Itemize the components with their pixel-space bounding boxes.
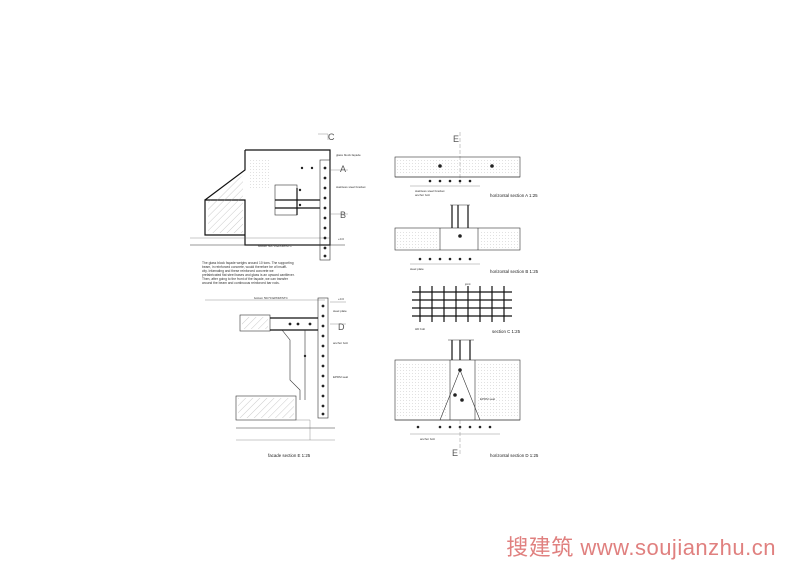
caption-section-d: horizontal section D 1:25	[490, 453, 539, 458]
label-mid: bottom 50/70 EPDM/STC	[254, 296, 289, 300]
section-a-bolts	[428, 164, 494, 183]
label-seal: EPDM seal	[333, 375, 348, 379]
svg-text:beam, in reinforced concrete,: beam, in reinforced concrete, would ther…	[202, 265, 287, 269]
svg-text:anchor bolt: anchor bolt	[415, 193, 430, 197]
elevation-lower: +0.0	[338, 297, 344, 301]
caption-facade-section-e: facade section E 1:25	[268, 453, 311, 458]
svg-text:Then, after going to the front: Then, after going to the front of the fa…	[202, 277, 289, 281]
caption-section-a: horizontal section A 1:25	[490, 193, 538, 198]
svg-text:city. Infarnaling and these re: city. Infarnaling and these reinforced c…	[202, 269, 274, 273]
section-d-bolts	[416, 368, 492, 429]
section-mark-e-bottom: E	[452, 448, 458, 458]
svg-text:EPDM seal: EPDM seal	[480, 397, 495, 401]
section-b-bolts	[418, 234, 472, 261]
note-block: The glass block façade weighs around 10 …	[202, 261, 295, 285]
svg-text:HD bolt: HD bolt	[415, 327, 425, 331]
label-plate: steel plate	[333, 309, 347, 313]
svg-text:anchor bolt: anchor bolt	[420, 437, 435, 441]
glass-block-bolts-upper	[298, 166, 327, 258]
section-mark-e-top: E	[453, 134, 459, 144]
horizontal-section-b: steel plate horizontal section B 1:25	[394, 204, 539, 274]
label-top: glass block façade	[336, 153, 361, 157]
caption-section-c: section C 1:25	[492, 329, 521, 334]
label-bottom: bottom 50/70 EPDM/STC	[258, 244, 293, 248]
svg-text:joint: joint	[464, 282, 471, 286]
section-mark-b: B	[340, 210, 346, 220]
section-c: joint HD bolt section C 1:25	[412, 282, 521, 334]
horizontal-section-a: E stainless steel bracket anchor bolt ho…	[394, 132, 538, 198]
svg-text:around the beam and continuous: around the beam and continuous reinforce…	[202, 281, 280, 285]
svg-text:prefabricated flat steel bases: prefabricated flat steel bases and glass…	[202, 273, 295, 277]
svg-text:stainless steel bracket: stainless steel bracket	[415, 189, 445, 193]
facade-section-e: C A B +0.0 glass block façade stainless …	[190, 132, 366, 458]
svg-text:steel plate: steel plate	[410, 267, 424, 271]
label-bracket: stainless steel bracket	[336, 185, 366, 189]
section-mark-c: C	[328, 132, 335, 142]
caption-section-b: horizontal section B 1:25	[490, 269, 539, 274]
section-mark-d: D	[338, 322, 345, 332]
label-anchor: anchor bolt	[333, 341, 348, 345]
section-mark-a: A	[340, 164, 346, 174]
svg-text:The glass block façade weighs: The glass block façade weighs around 10 …	[202, 261, 294, 265]
elevation-upper: +0.0	[338, 237, 344, 241]
horizontal-section-d: anchor bolt EPDM seal E horizontal secti…	[394, 339, 539, 458]
watermark-text: 搜建筑 www.soujianzhu.cn	[506, 535, 776, 560]
